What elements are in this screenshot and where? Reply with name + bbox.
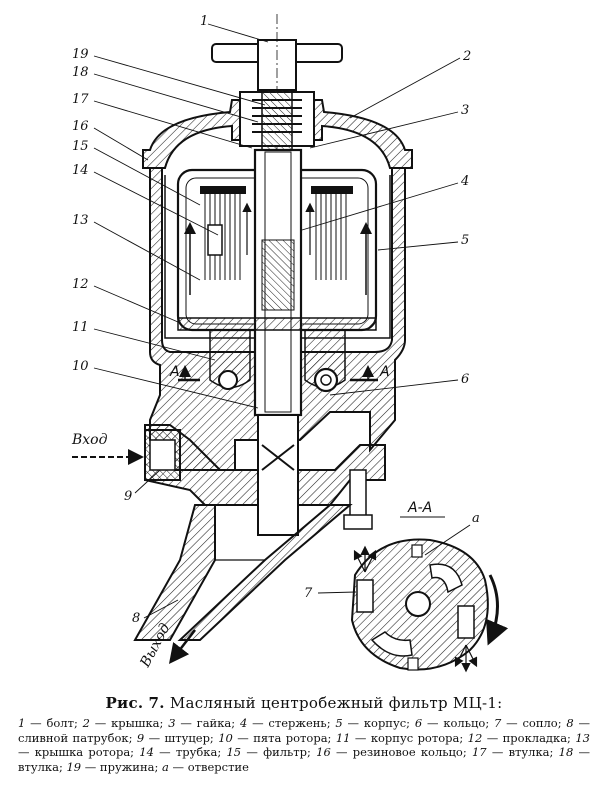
legend-item-text: — фильтр; [241, 745, 317, 759]
legend-item-number: 17 [471, 745, 487, 759]
legend-item-text: — сливной патрубок; [18, 716, 591, 745]
legend-item-text: — штуцер; [144, 730, 219, 745]
label-11: 11 [72, 320, 89, 335]
legend-item: 17 — втулка; [472, 745, 559, 759]
legend-item-text: — сопло; [501, 716, 567, 730]
legend-item: 2 — крышка; [83, 716, 169, 730]
legend-item-number: 8 [566, 716, 574, 730]
label-5: 5 [461, 233, 469, 248]
legend-item: 12 — прокладка; [468, 731, 576, 745]
legend-item-text: — прокладка; [482, 730, 576, 745]
legend-item-number: 13 [575, 730, 590, 745]
label-15: 15 [72, 139, 89, 154]
legend-item-text: — пружина; [81, 759, 163, 774]
legend-item: 15 — фильтр; [226, 745, 316, 759]
legend-item-number: 7 [494, 716, 502, 730]
label-17: 17 [72, 92, 89, 107]
legend-item-text: — болт; [25, 716, 83, 730]
inlet-label: Вход [71, 432, 108, 448]
legend-item-number: 11 [335, 730, 351, 745]
part-labels: 1 2 3 4 5 6 8 9 10 11 12 13 14 15 16 17 … [72, 14, 471, 626]
legend-item-number: 2 [82, 716, 90, 730]
label-1: 1 [200, 14, 208, 29]
legend-item-number: 6 [414, 716, 423, 730]
section-cut-marks: А А [169, 364, 390, 382]
legend-item-text: — втулка; [18, 745, 590, 774]
section-a-a-detail: А-А а 7 [304, 500, 509, 673]
legend-item: 5 — корпус; [335, 716, 414, 730]
legend-item-number: 19 [66, 759, 82, 774]
leader-lines [93, 23, 461, 619]
legend-item-number: 16 [316, 745, 331, 759]
label-3: 3 [461, 103, 469, 118]
label-14: 14 [72, 163, 89, 178]
legend-item-text: — втулка; [486, 745, 559, 759]
label-6: 6 [461, 372, 469, 387]
label-4: 4 [460, 174, 469, 189]
legend-item-number: 14 [139, 745, 154, 759]
legend-item-number: 10 [218, 730, 233, 745]
label-7: 7 [304, 586, 313, 601]
legend-item-number: 18 [558, 745, 574, 759]
legend-item-text: — трубка; [153, 745, 227, 759]
legend-item: 18 — втулка; [18, 745, 590, 774]
caption-title: Рис. 7. Масляный центробежный фильтр МЦ-… [18, 694, 590, 712]
legend-item: 9 — штуцер; [137, 731, 218, 745]
legend-item: а — отверстие [162, 760, 249, 774]
legend-item: 10 — пята ротора; [218, 731, 336, 745]
legend-item-number: 5 [335, 716, 343, 730]
caption-prefix: Рис. [105, 694, 144, 712]
label-9: 9 [124, 489, 132, 504]
legend-item: 13 — крышка ротора; [18, 731, 590, 760]
legend-item-number: а [162, 759, 169, 774]
legend-item-text: — крышка ротора; [18, 745, 140, 759]
legend-item-number: 4 [239, 716, 248, 730]
label-10: 10 [72, 359, 89, 374]
legend-item-text: — корпус; [342, 716, 415, 730]
lower-body [133, 414, 386, 641]
legend-item-number: 9 [136, 730, 145, 745]
legend-item-text: — гайка; [175, 716, 240, 730]
caption-text: Масляный центробежный фильтр МЦ-1: [169, 694, 503, 712]
legend-item: 11 — корпус ротора; [336, 731, 468, 745]
label-16: 16 [72, 119, 89, 134]
label-8: 8 [132, 611, 140, 626]
label-12: 12 [72, 277, 89, 292]
legend-item: 14 — трубка; [139, 745, 226, 759]
label-18: 18 [72, 65, 89, 80]
legend-item-number: 12 [467, 730, 483, 745]
legend-item-text: — пята ротора; [232, 730, 336, 745]
label-13: 13 [72, 213, 89, 228]
legend-item-text: — крышка; [89, 716, 169, 730]
legend-item-text: — резиновое кольцо; [330, 745, 472, 759]
label-19: 19 [72, 47, 89, 62]
legend-item-text: — стержень; [247, 716, 336, 730]
legend-item-text: — кольцо; [422, 716, 495, 730]
legend-item-text: — корпус ротора; [350, 730, 468, 745]
legend-item: 1 — болт; [18, 716, 83, 730]
legend-item: 8 — сливной патрубок; [18, 716, 590, 745]
top-bolt [211, 14, 343, 430]
caption-number: 7. [148, 694, 165, 712]
section-mark-left: А [169, 364, 180, 380]
legend-item-text: — отверстие [168, 759, 249, 774]
legend-item-number: 15 [226, 745, 242, 759]
legend-item: 6 — кольцо; [415, 716, 494, 730]
label-2: 2 [462, 49, 471, 64]
parts-legend: 1 — болт; 2 — крышка; 3 — гайка; 4 — сте… [18, 716, 590, 774]
rotor [176, 148, 378, 417]
legend-item: 7 — сопло; [494, 716, 566, 730]
legend-item-number: 1 [18, 716, 26, 730]
legend-item: 19 — пружина; [66, 760, 162, 774]
legend-item: 3 — гайка; [168, 716, 240, 730]
legend-item: 16 — резиновое кольцо; [316, 745, 472, 759]
section-label: А-А [407, 500, 432, 516]
label-a: а [472, 511, 480, 526]
legend-item-number: 3 [168, 716, 176, 730]
legend-item: 4 — стержень; [240, 716, 335, 730]
figure-caption: Рис. 7. Масляный центробежный фильтр МЦ-… [18, 694, 590, 774]
section-mark-right: А [379, 364, 390, 380]
filter-cross-section-drawing: Вход Выход А-А а 7 А [71, 14, 509, 673]
inlet-arrow: Вход [71, 432, 144, 465]
